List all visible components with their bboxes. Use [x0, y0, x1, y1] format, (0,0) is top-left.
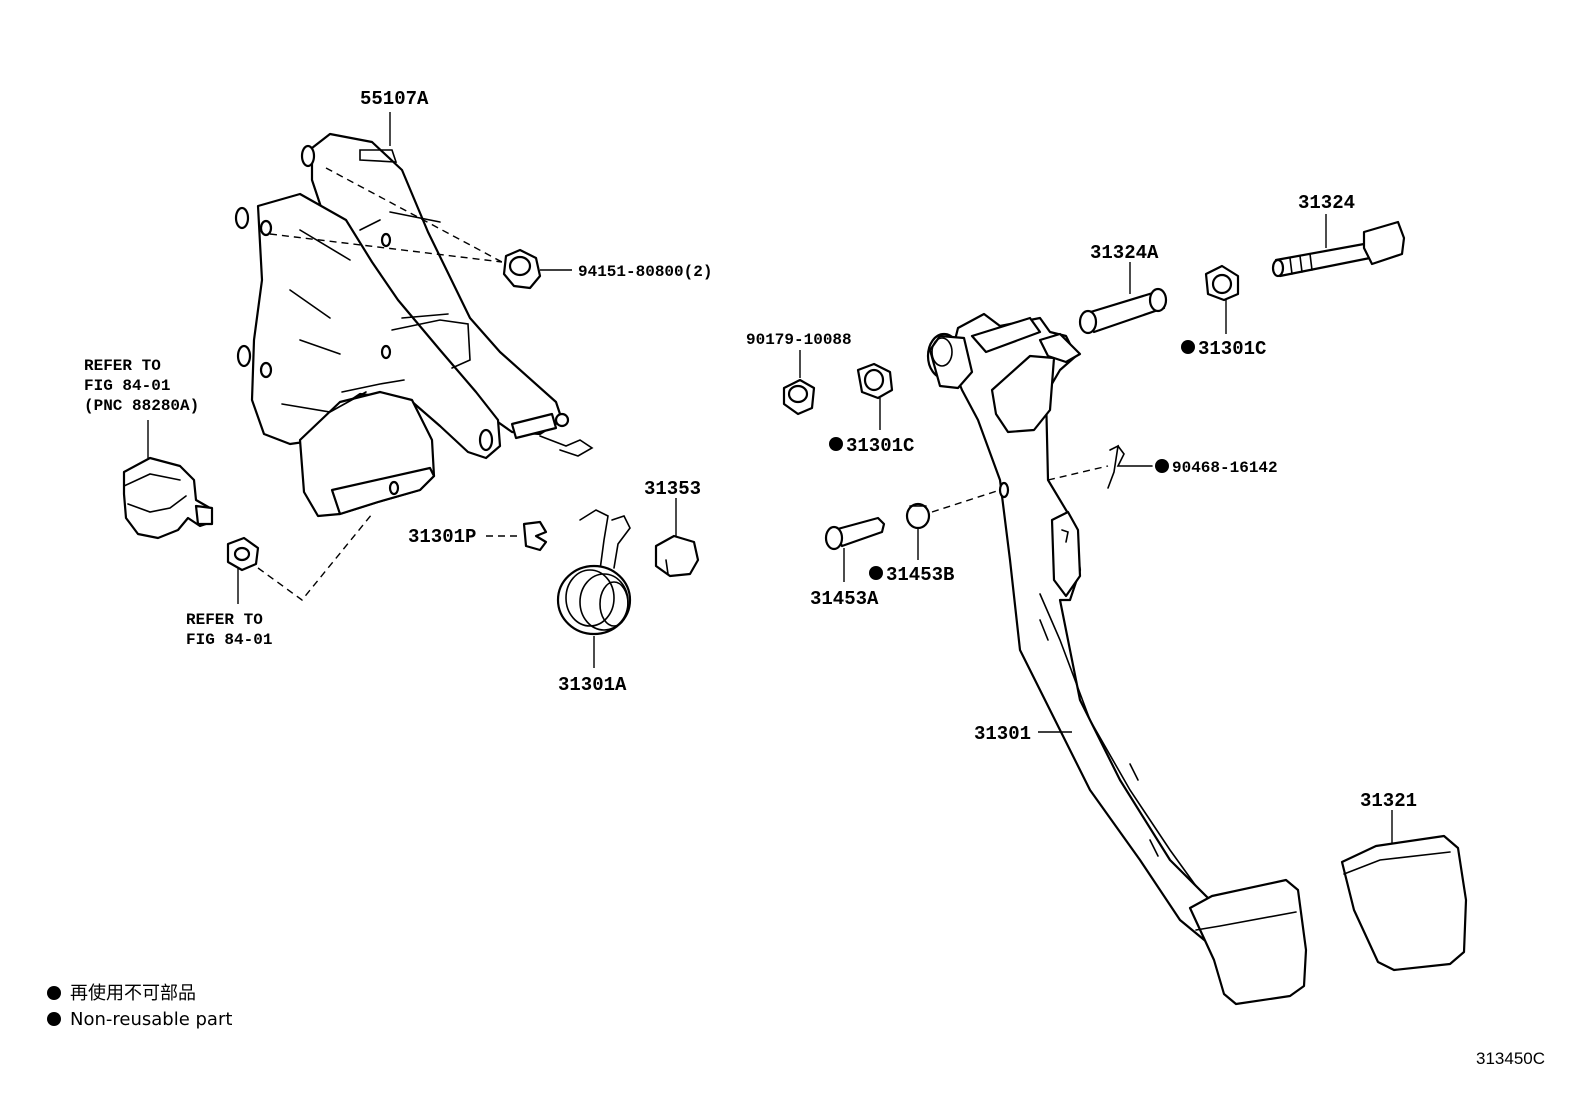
label-refer-to-2: REFER TO	[186, 611, 263, 629]
label-31324: 31324	[1298, 192, 1355, 214]
callout-55107A: 55107A	[360, 88, 429, 146]
legend-english: Non-reusable part	[70, 1009, 232, 1030]
callout-refer-top: REFER TO FIG 84-01 (PNC 88280A)	[84, 357, 199, 415]
label-31321: 31321	[1360, 790, 1417, 812]
legend: 再使用不可部品 Non-reusable part	[47, 983, 232, 1030]
label-90468-16142: 90468-16142	[1172, 459, 1278, 477]
label-pnc-88280a: (PNC 88280A)	[84, 397, 199, 415]
label-94151-80800: 94151-80800(2)	[578, 263, 712, 281]
nut-90179-10088: 90179-10088	[746, 331, 852, 416]
clip-pin-90468-16142: 90468-16142	[1047, 444, 1278, 489]
label-31301A: 31301A	[558, 674, 627, 696]
pedal-arm-31301: 31301	[926, 312, 1232, 950]
label-31453B: 31453B	[886, 564, 954, 586]
legend-japanese: 再使用不可部品	[70, 983, 196, 1004]
cushion-31353: 31353	[644, 478, 701, 578]
bushing-31453B: 31453B	[869, 489, 1001, 586]
label-fig-84-01-2: FIG 84-01	[186, 631, 272, 649]
lock-nut: REFER TO FIG 84-01	[186, 513, 373, 649]
label-31301C-right: 31301C	[1198, 338, 1266, 360]
collar-31324A: 31324A	[1078, 242, 1168, 335]
bushing-31301C-left: 31301C	[829, 362, 914, 457]
pedal-pad-31321: 31321	[1340, 790, 1468, 972]
pedal-bracket	[234, 132, 594, 518]
label-31324A: 31324A	[1090, 242, 1159, 264]
label-31301P: 31301P	[408, 526, 476, 548]
pedal-pad-installed	[1188, 878, 1308, 1006]
label-31301: 31301	[974, 723, 1031, 745]
pin-31453A: 31453A	[810, 516, 886, 610]
label-31453A: 31453A	[810, 588, 879, 610]
bushing-31301C-right: 31301C	[1181, 264, 1266, 360]
label-refer-to-1: REFER TO	[84, 357, 161, 375]
label-90179-10088: 90179-10088	[746, 331, 852, 349]
stop-lamp-switch	[122, 420, 214, 540]
label-31353: 31353	[644, 478, 701, 500]
bolt-31324: 31324	[1271, 192, 1406, 278]
clip-31301P: 31301P	[408, 520, 548, 552]
label-fig-84-01-1: FIG 84-01	[84, 377, 170, 395]
label-31301C-left: 31301C	[846, 435, 914, 457]
label-55107A: 55107A	[360, 88, 429, 110]
return-spring-31301A: 31301A	[556, 509, 632, 696]
bracket-nut: 94151-80800(2)	[502, 248, 712, 290]
figure-code: 313450C	[1476, 1049, 1545, 1068]
